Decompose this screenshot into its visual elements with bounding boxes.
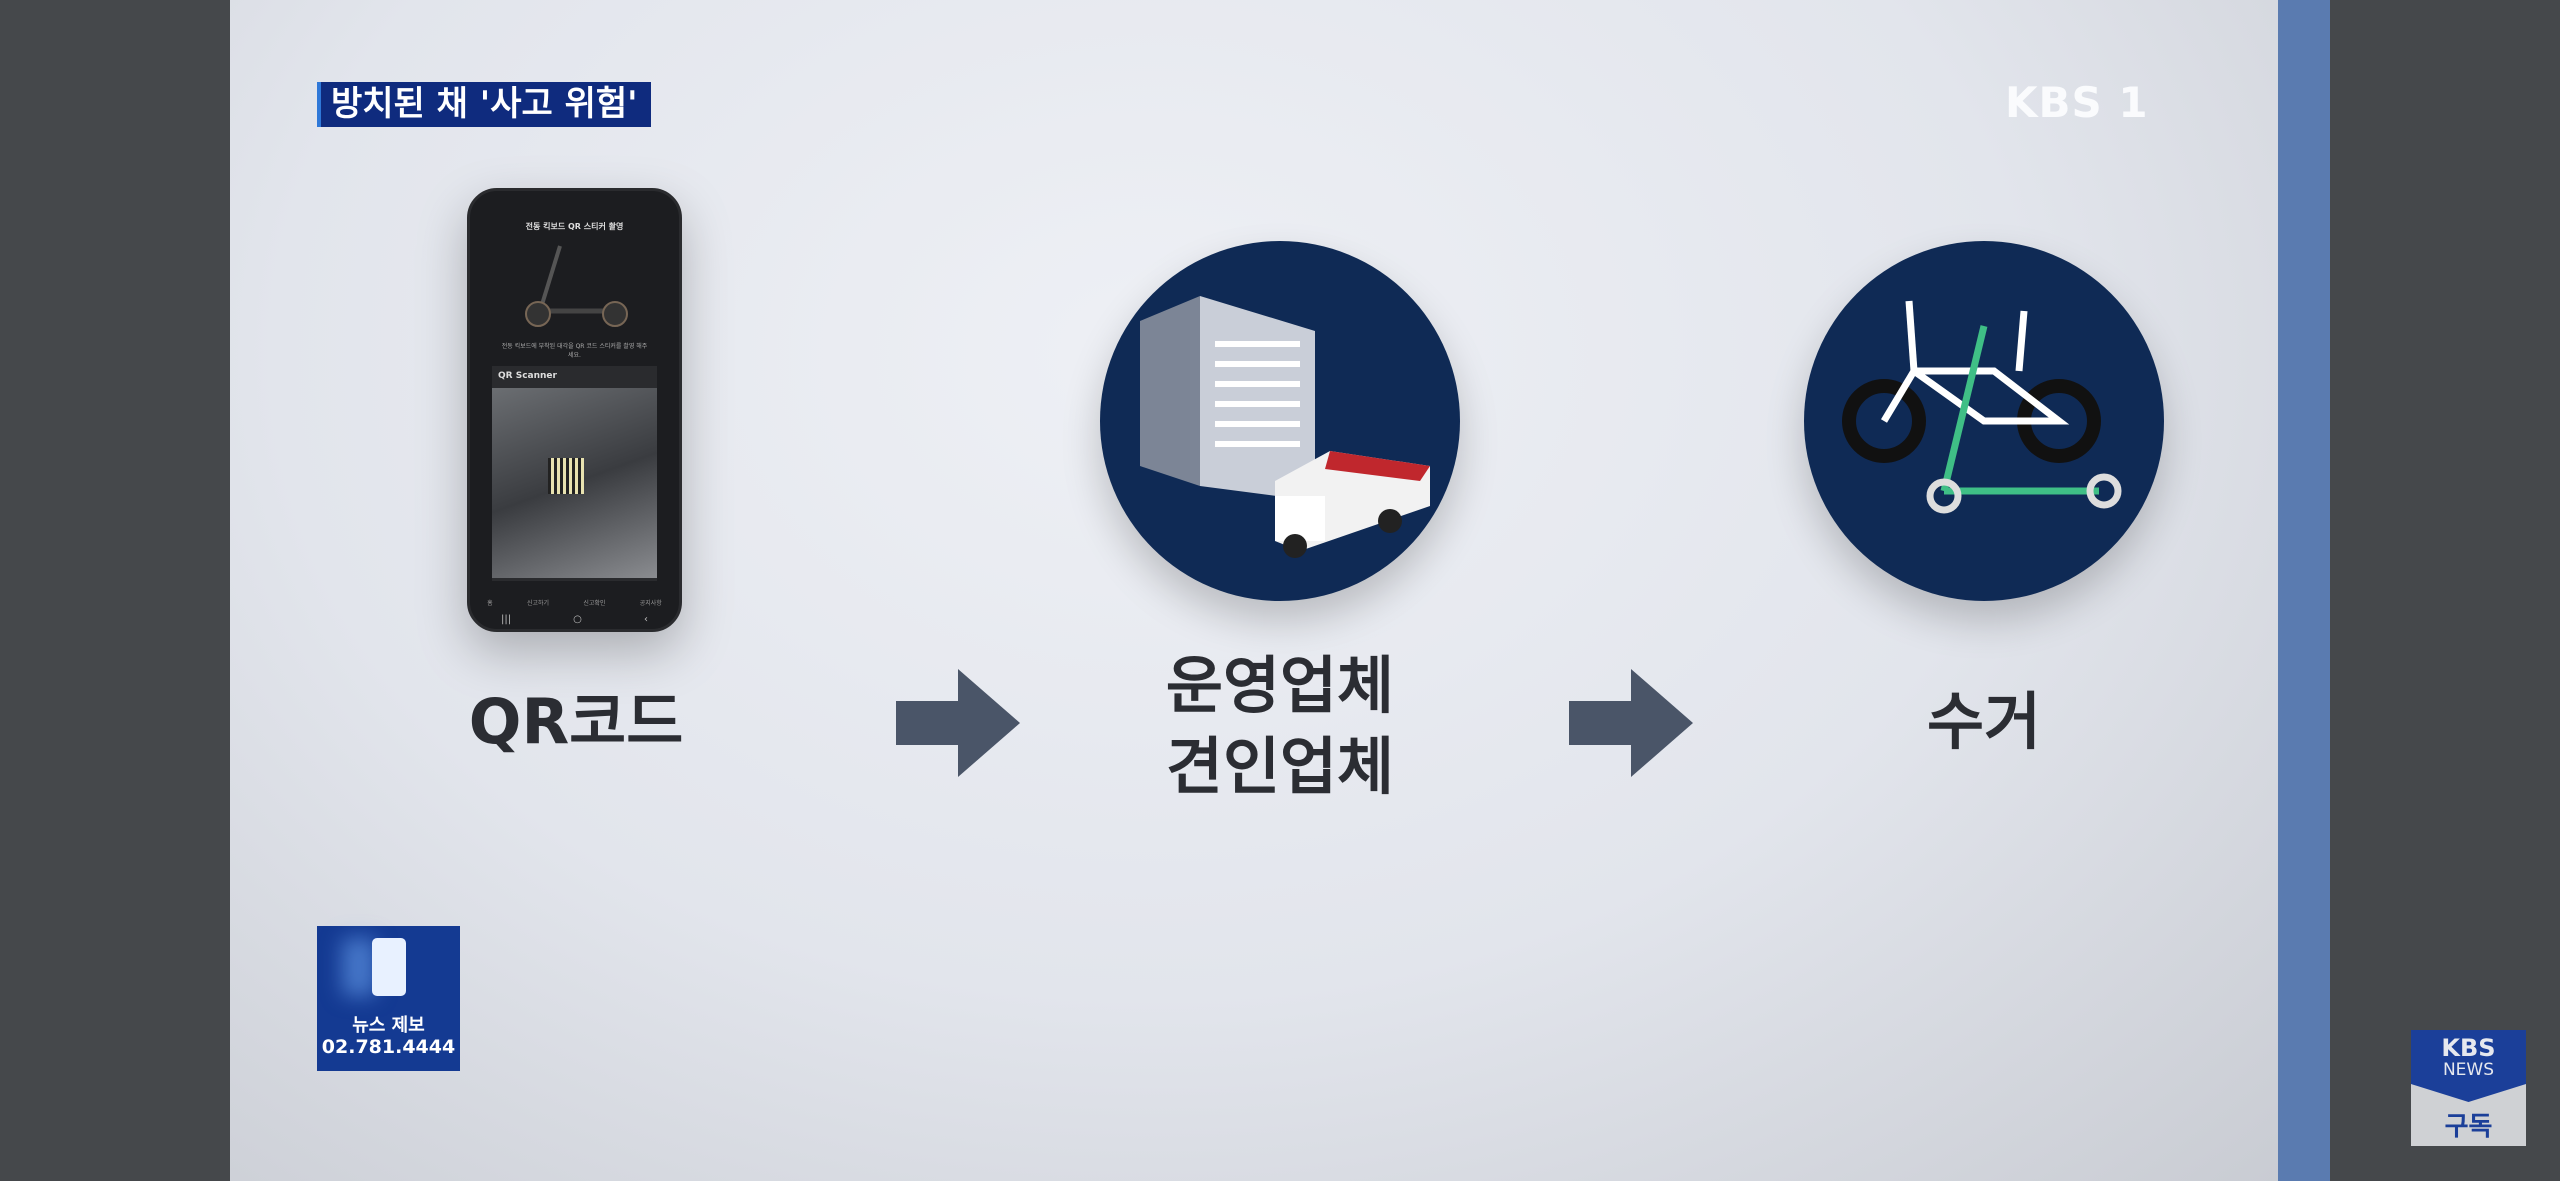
nav-check: 신고확인 (583, 600, 606, 607)
step-qr-code-label: QR코드 (468, 685, 684, 758)
company-tow-circle (1100, 241, 1460, 601)
scooter-icon (525, 245, 628, 327)
bicycle-scooter-icon (1842, 300, 2122, 514)
recents-icon: ||| (501, 614, 512, 625)
phone-title: 전동 킥보드 QR 스티커 촬영 (525, 222, 624, 231)
news-tip-label: 뉴스 제보 (352, 1015, 425, 1036)
news-tip-badge: 뉴스 제보 02.781.4444 (317, 926, 460, 1071)
camera-view (492, 388, 657, 578)
step-towing-label: 견인업체 (1165, 730, 1395, 803)
phone-illustration: 전동 킥보드 QR 스티커 촬영 전동 킥보드에 부착된 대각을 QR 코드 스… (467, 188, 682, 632)
subscribe-label: 구독 (2444, 1112, 2493, 1142)
home-icon: ○ (573, 614, 582, 625)
arrow-right-icon (1569, 669, 1693, 777)
nav-notice: 공지사항 (639, 600, 662, 607)
scanner-title: QR Scanner (498, 371, 557, 381)
kbs-label: KBS (2441, 1034, 2496, 1062)
back-icon: ‹ (643, 614, 648, 625)
step-operator-label: 운영업체 (1165, 649, 1395, 722)
news-label: NEWS (2442, 1060, 2495, 1080)
nav-report: 신고하기 (526, 600, 550, 607)
building-truck-icon (1140, 296, 1430, 558)
smartphone-icon (372, 938, 406, 996)
phone-nav: 홈 신고하기 신고확인 공지사항 (470, 598, 679, 607)
side-strip (2278, 0, 2330, 1181)
arrow-right-icon (896, 669, 1020, 777)
nav-home: 홈 (487, 600, 493, 607)
news-caption: 방치된 채 '사고 위험' (317, 82, 651, 127)
phone-instruction: 전동 킥보드에 부착된 대각을 QR 코드 스티커를 촬영 해주세요. (501, 343, 648, 359)
subscribe-banner (2411, 1030, 2526, 1102)
qr-code-icon (548, 458, 584, 494)
qr-scanner: QR Scanner (492, 366, 657, 581)
collection-circle (1804, 241, 2164, 601)
kbs1-logo: KBS 1 (2005, 78, 2149, 127)
system-nav: ||| ○ ‹ (470, 614, 679, 625)
subscribe-button[interactable]: KBS NEWS 구독 (2411, 1030, 2526, 1146)
step-collection-label: 수거 (1926, 685, 2042, 758)
news-tip-phone: 02.781.4444 (321, 1036, 456, 1058)
